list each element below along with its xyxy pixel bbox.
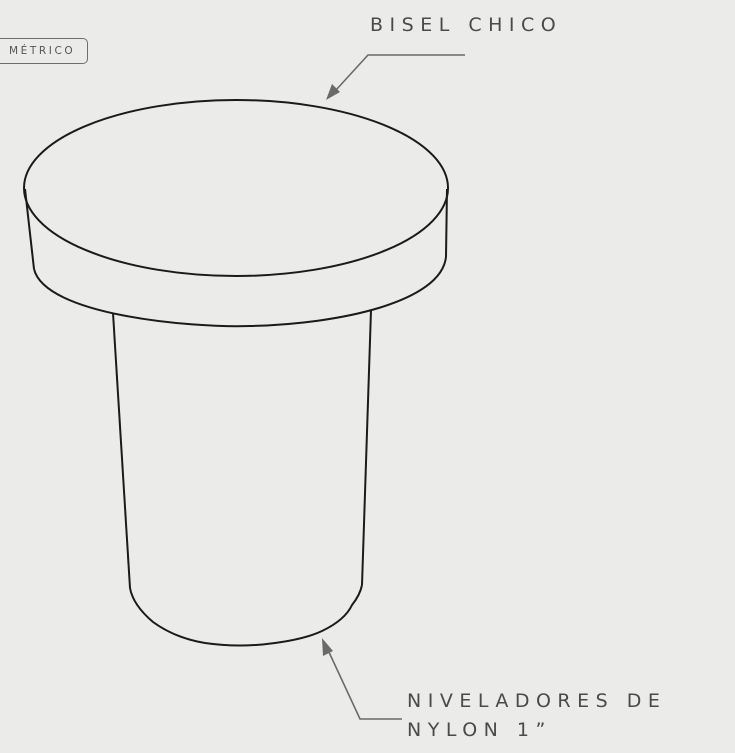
callout-niveladores-line2: NYLON 1” xyxy=(407,719,552,741)
callout-bisel-chico: BISEL CHICO xyxy=(370,14,563,36)
leader-top xyxy=(335,54,465,91)
bevel-disk xyxy=(23,99,449,328)
leader-bottom xyxy=(327,649,402,720)
leader-bottom-arrowhead xyxy=(322,638,333,656)
disk-bottom-edge xyxy=(33,256,447,328)
leader-top-arrowhead xyxy=(326,84,340,100)
shaft-left-edge xyxy=(112,312,131,589)
leveler-shaft xyxy=(112,309,372,647)
callout-niveladores-line1: NIVELADORES DE xyxy=(407,690,667,712)
shaft-right-edge xyxy=(361,309,372,586)
disk-top-face xyxy=(23,99,449,277)
view-tag: MÉTRICO xyxy=(0,38,89,64)
shaft-bottom-rim xyxy=(129,584,363,647)
callout-niveladores: NIVELADORES DE NYLON 1” xyxy=(407,687,666,745)
